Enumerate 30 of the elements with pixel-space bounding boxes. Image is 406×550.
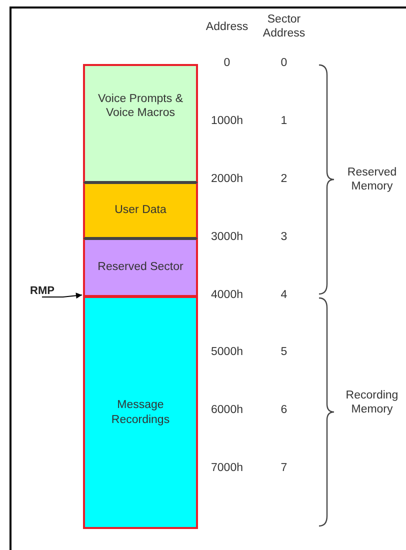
region-label: Reserved Memory xyxy=(346,166,398,194)
sector-number: 5000h xyxy=(211,344,243,360)
region-label: Recording Memory xyxy=(344,388,400,418)
address-value: 7000h xyxy=(211,460,243,476)
segment-label: Reserved Sector xyxy=(96,260,184,275)
column-header: Sector Address xyxy=(262,12,306,42)
arrow xyxy=(42,292,82,299)
sector-number: 3000h xyxy=(211,230,243,244)
segment-label: User Data xyxy=(114,203,168,218)
address-value: 4 xyxy=(280,288,288,302)
memory-segment xyxy=(83,64,198,183)
address-value: 6 xyxy=(280,402,288,418)
address-value: 5 xyxy=(280,344,288,360)
pointer-label: RMP xyxy=(30,284,64,298)
address-value: 1000h xyxy=(211,114,243,128)
sector-number: 6000h xyxy=(211,402,243,418)
sector-number: 4000h xyxy=(211,288,243,302)
segment-label: Voice Prompts & Voice Macros xyxy=(96,92,184,121)
sector-number: 2 xyxy=(280,172,288,186)
sector-number: 7 xyxy=(280,460,288,476)
address-value: 0 xyxy=(224,56,230,70)
memory-segment xyxy=(83,182,198,239)
sector-number: 1 xyxy=(280,114,288,128)
memory-segment xyxy=(83,296,198,529)
sector-number: 0 xyxy=(280,56,288,70)
address-value: 3 xyxy=(280,230,288,244)
address-value: 2000h xyxy=(211,172,243,186)
column-header: Address xyxy=(204,20,250,34)
memory-segment xyxy=(83,238,198,297)
segment-label: Message Recordings xyxy=(110,398,171,427)
